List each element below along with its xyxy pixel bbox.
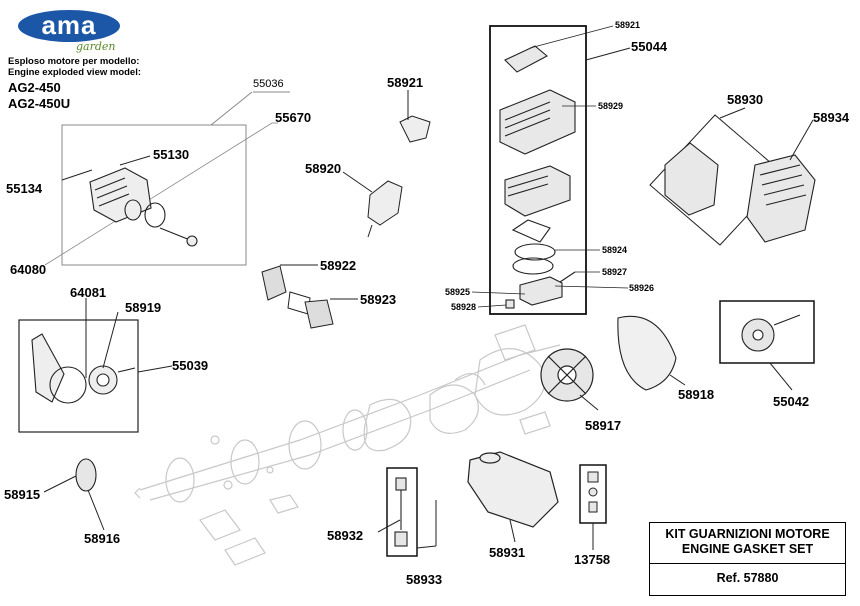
group-box-58932	[386, 467, 418, 557]
kit-divider	[650, 563, 845, 564]
part-label-58930: 58930	[727, 92, 764, 107]
group-box-55044	[489, 25, 587, 315]
air-filter-drawing	[664, 142, 816, 243]
part-label-58921-top: 58921	[387, 75, 424, 90]
part-label-58916: 58916	[84, 531, 121, 546]
part-label-58929: 58929	[598, 101, 624, 111]
part-label-58918: 58918	[678, 387, 715, 402]
part-label-58925: 58925	[445, 287, 471, 297]
muffler-drawing	[89, 167, 198, 247]
part-label-58931: 58931	[489, 545, 526, 560]
part-label-55044: 55044	[631, 39, 668, 54]
cylinder-drawing	[499, 45, 576, 309]
kit-title: KIT GUARNIZIONI MOTORE ENGINE GASKET SET	[650, 527, 845, 557]
gasket-kit-box: KIT GUARNIZIONI MOTORE ENGINE GASKET SET…	[649, 522, 846, 596]
header-line-en: Engine exploded view model:	[8, 67, 142, 78]
kit-reference: Ref. 57880	[716, 571, 779, 585]
brand-logo: ama garden	[18, 10, 128, 53]
clutch-drawing	[741, 314, 801, 352]
part-58916-drawing	[75, 458, 97, 492]
part-label-13758: 13758	[574, 552, 611, 567]
part-label-58933: 58933	[406, 572, 443, 587]
part-label-58915: 58915	[4, 487, 41, 502]
carburetor-drawing	[261, 265, 334, 329]
part-label-58919: 58919	[125, 300, 162, 315]
part-label-58917: 58917	[585, 418, 622, 433]
part-58920-drawing	[367, 180, 403, 238]
fuel-tank-drawing	[467, 451, 559, 528]
part-58921-drawing	[399, 90, 431, 143]
logo-tagline: garden	[76, 40, 116, 53]
part-label-55130: 55130	[153, 147, 190, 162]
part-label-58934: 58934	[813, 110, 850, 125]
part-label-64080: 64080	[10, 262, 47, 277]
part-label-58923: 58923	[360, 292, 397, 307]
model-name-2: AG2-450U	[8, 96, 71, 111]
part-label-55039: 55039	[172, 358, 209, 373]
flywheel-drawing	[540, 348, 594, 402]
part-label-55042: 55042	[773, 394, 810, 409]
part-label-55036: 55036	[253, 78, 284, 90]
part-label-58920: 58920	[305, 161, 342, 176]
part-label-55670: 55670	[275, 110, 312, 125]
logo-text: ama	[41, 10, 97, 40]
model-name-1: AG2-450	[8, 80, 61, 95]
group-box-55039	[18, 319, 139, 433]
kit-title-en: ENGINE GASKET SET	[681, 542, 814, 556]
part-label-58927: 58927	[602, 267, 628, 277]
starter-drawing	[31, 333, 136, 404]
part-label-58926: 58926	[629, 283, 655, 293]
part-label-58921-cyl: 58921	[615, 20, 641, 30]
logo-oval	[18, 10, 120, 42]
group-box-55036	[61, 124, 247, 266]
part-label-64081: 64081	[70, 285, 107, 300]
part-label-55134: 55134	[6, 181, 43, 196]
part-13758-drawing	[587, 471, 599, 513]
part-label-58924: 58924	[602, 245, 628, 255]
fan-cover-drawing	[617, 315, 677, 391]
part-label-58922: 58922	[320, 258, 357, 273]
kit-title-it: KIT GUARNIZIONI MOTORE	[665, 527, 830, 541]
part-label-58932: 58932	[327, 528, 364, 543]
group-box-55042	[719, 300, 815, 364]
header-line-it: Esploso motore per modello:	[8, 56, 140, 67]
background-engine-outline	[134, 324, 561, 566]
part-label-58928: 58928	[451, 302, 477, 312]
spark-plug-drawing	[394, 477, 408, 547]
